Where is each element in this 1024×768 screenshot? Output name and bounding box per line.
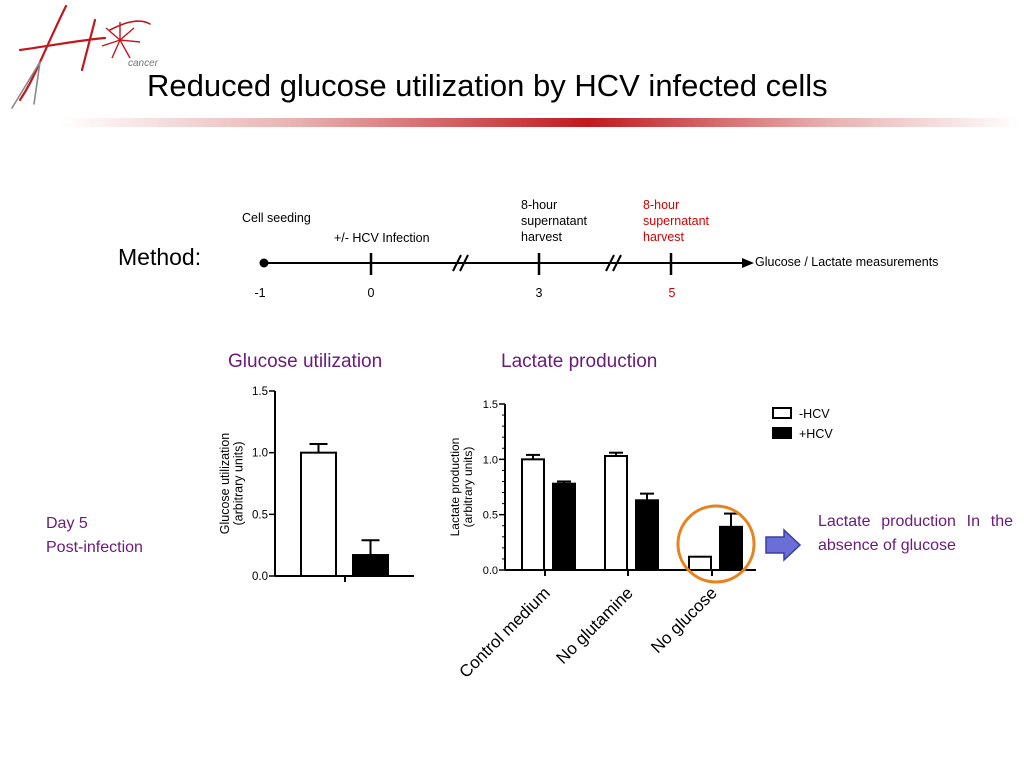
timeline-label-neg1: -1 [254, 286, 265, 300]
legend-label: +HCV [799, 427, 833, 441]
logo-sun-icon [101, 22, 141, 59]
y-tick-label: 1.0 [252, 448, 268, 460]
method-label: Method: [118, 244, 202, 270]
y-axis-label: Glucose utilization [218, 433, 232, 534]
event-harvest-1: 8-hour supernatant harvest [521, 198, 588, 244]
timeline-label-5: 5 [669, 286, 676, 300]
event-measurements: Glucose / Lactate measurements [755, 255, 939, 269]
legend-label: -HCV [799, 407, 830, 421]
bar--HCV [300, 451, 337, 577]
highlight-circle [676, 504, 756, 584]
event-harvest-2: 8-hour supernatant harvest [643, 198, 710, 244]
lactate-chart-title: Lactate production [501, 351, 658, 372]
y-tick-label: 0.5 [483, 510, 498, 522]
y-tick-label: 0.0 [252, 571, 268, 583]
title-divider [60, 118, 1020, 127]
x-tick-label: No glucose [647, 583, 721, 657]
legend-swatch [772, 427, 792, 439]
timeline-label-3: 3 [536, 286, 543, 300]
y-tick-label: 1.5 [483, 399, 498, 411]
y-tick-label: 0.5 [252, 509, 268, 521]
y-tick-label: 0.0 [483, 565, 498, 577]
timeline-break-2 [605, 254, 622, 272]
callout-arrow-icon [765, 528, 802, 562]
timeline-label-0: 0 [368, 286, 375, 300]
x-tick-label: Control medium [456, 583, 554, 681]
y-axis-label: (arbitrary units) [461, 447, 475, 528]
callout-note: Lactate production In the absence of glu… [818, 513, 1013, 554]
y-tick-label: 1.5 [252, 386, 268, 398]
bar--HCV [521, 458, 545, 572]
y-tick-label: 1.0 [483, 454, 498, 466]
bar-+HCV [635, 499, 659, 571]
x-tick-label: No glutamine [553, 583, 637, 667]
logo: cancer [11, 4, 159, 109]
bar-+HCV [719, 525, 743, 572]
logo-text: cancer [128, 58, 159, 69]
day5-line2: Post-infection [46, 539, 143, 556]
bar-+HCV [352, 554, 389, 577]
day5-line1: Day 5 [46, 515, 88, 532]
slide-title: Reduced glucose utilization by HCV infec… [147, 68, 828, 103]
bar--HCV [604, 455, 628, 571]
legend-swatch [772, 407, 792, 419]
event-cell-seeding: Cell seeding [242, 211, 311, 225]
timeline-break-1 [452, 254, 469, 272]
logo-figure-icon [11, 4, 151, 109]
bar-+HCV [552, 482, 576, 571]
timeline-arrowhead [742, 258, 754, 268]
glucose-chart-title: Glucose utilization [228, 351, 383, 372]
event-infection: +/- HCV Infection [334, 231, 430, 245]
y-axis-label: Lactate production [448, 438, 462, 537]
method-timeline: -1 0 3 5 [254, 253, 754, 300]
bar--HCV [688, 555, 712, 571]
day5-note: Day 5 Post-infection [46, 512, 143, 560]
y-axis-label: (arbitrary units) [232, 441, 246, 525]
